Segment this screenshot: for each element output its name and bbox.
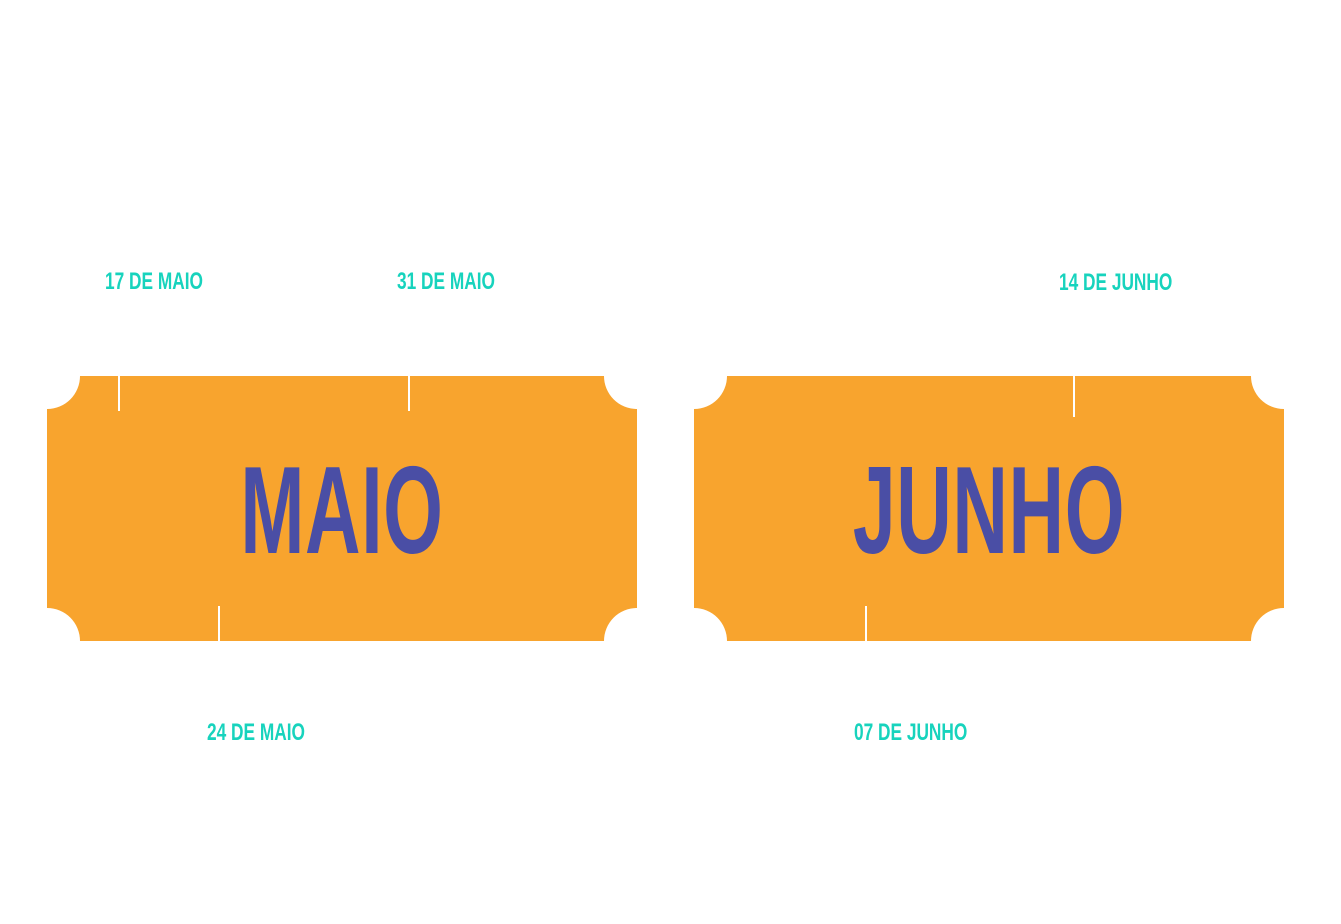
- date-label-14-junho: 14 DE JUNHO: [1059, 269, 1173, 296]
- month-label-maio: MAIO: [240, 441, 444, 580]
- tick-07-junho: [865, 606, 867, 641]
- tick-24-maio: [218, 606, 220, 641]
- ticket-junho: JUNHO: [694, 376, 1284, 641]
- tick-17-maio: [118, 376, 120, 411]
- ticket-maio: MAIO: [47, 376, 637, 641]
- date-label-07-junho: 07 DE JUNHO: [854, 719, 968, 746]
- ticket-maio-shape: [47, 376, 637, 641]
- date-label-31-maio: 31 DE MAIO: [397, 268, 495, 295]
- month-label-junho: JUNHO: [852, 441, 1126, 580]
- ticket-junho-shape: [694, 376, 1284, 641]
- date-label-17-maio: 17 DE MAIO: [105, 268, 203, 295]
- tick-14-junho: [1073, 376, 1075, 417]
- tick-31-maio: [408, 376, 410, 411]
- date-label-24-maio: 24 DE MAIO: [207, 719, 305, 746]
